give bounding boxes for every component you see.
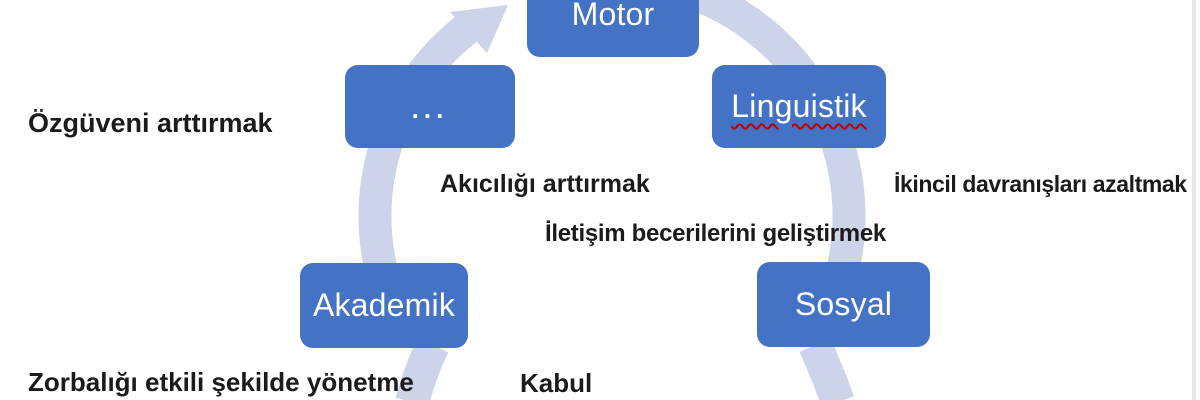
annotation-kabul: Kabul [520, 368, 593, 398]
node-linguistik-label: Linguistik [731, 88, 867, 124]
cycle-arc-bottom-left-segment [395, 337, 449, 400]
node-sosyal: Sosyal [757, 262, 930, 347]
node-akademik: Akademik [300, 263, 468, 348]
node-linguistik: Linguistik [712, 65, 886, 148]
annotation-akicilik: Akıcılığı arttırmak [440, 170, 650, 198]
node-motor-label: Motor [571, 0, 655, 32]
annotation-iletisim: İletişim becerilerini geliştirmek [545, 220, 886, 247]
arrow-head-icon [450, 5, 508, 53]
node-ellipsis: ... [345, 65, 515, 148]
annotation-ikincil: İkincil davranışları azaltmak [894, 171, 1187, 197]
node-akademik-label: Akademik [312, 287, 456, 323]
annotation-ozguveni: Özgüveni arttırmak [28, 108, 273, 138]
node-sosyal-label: Sosyal [794, 286, 893, 322]
cycle-arc-bottom-right-segment [799, 338, 855, 400]
node-ellipsis-label: ... [411, 94, 449, 124]
slide-right-border [1192, 0, 1196, 400]
node-motor: Motor [527, 0, 699, 57]
annotation-zorbalik: Zorbalığı etkili şekilde yönetme [28, 367, 414, 397]
